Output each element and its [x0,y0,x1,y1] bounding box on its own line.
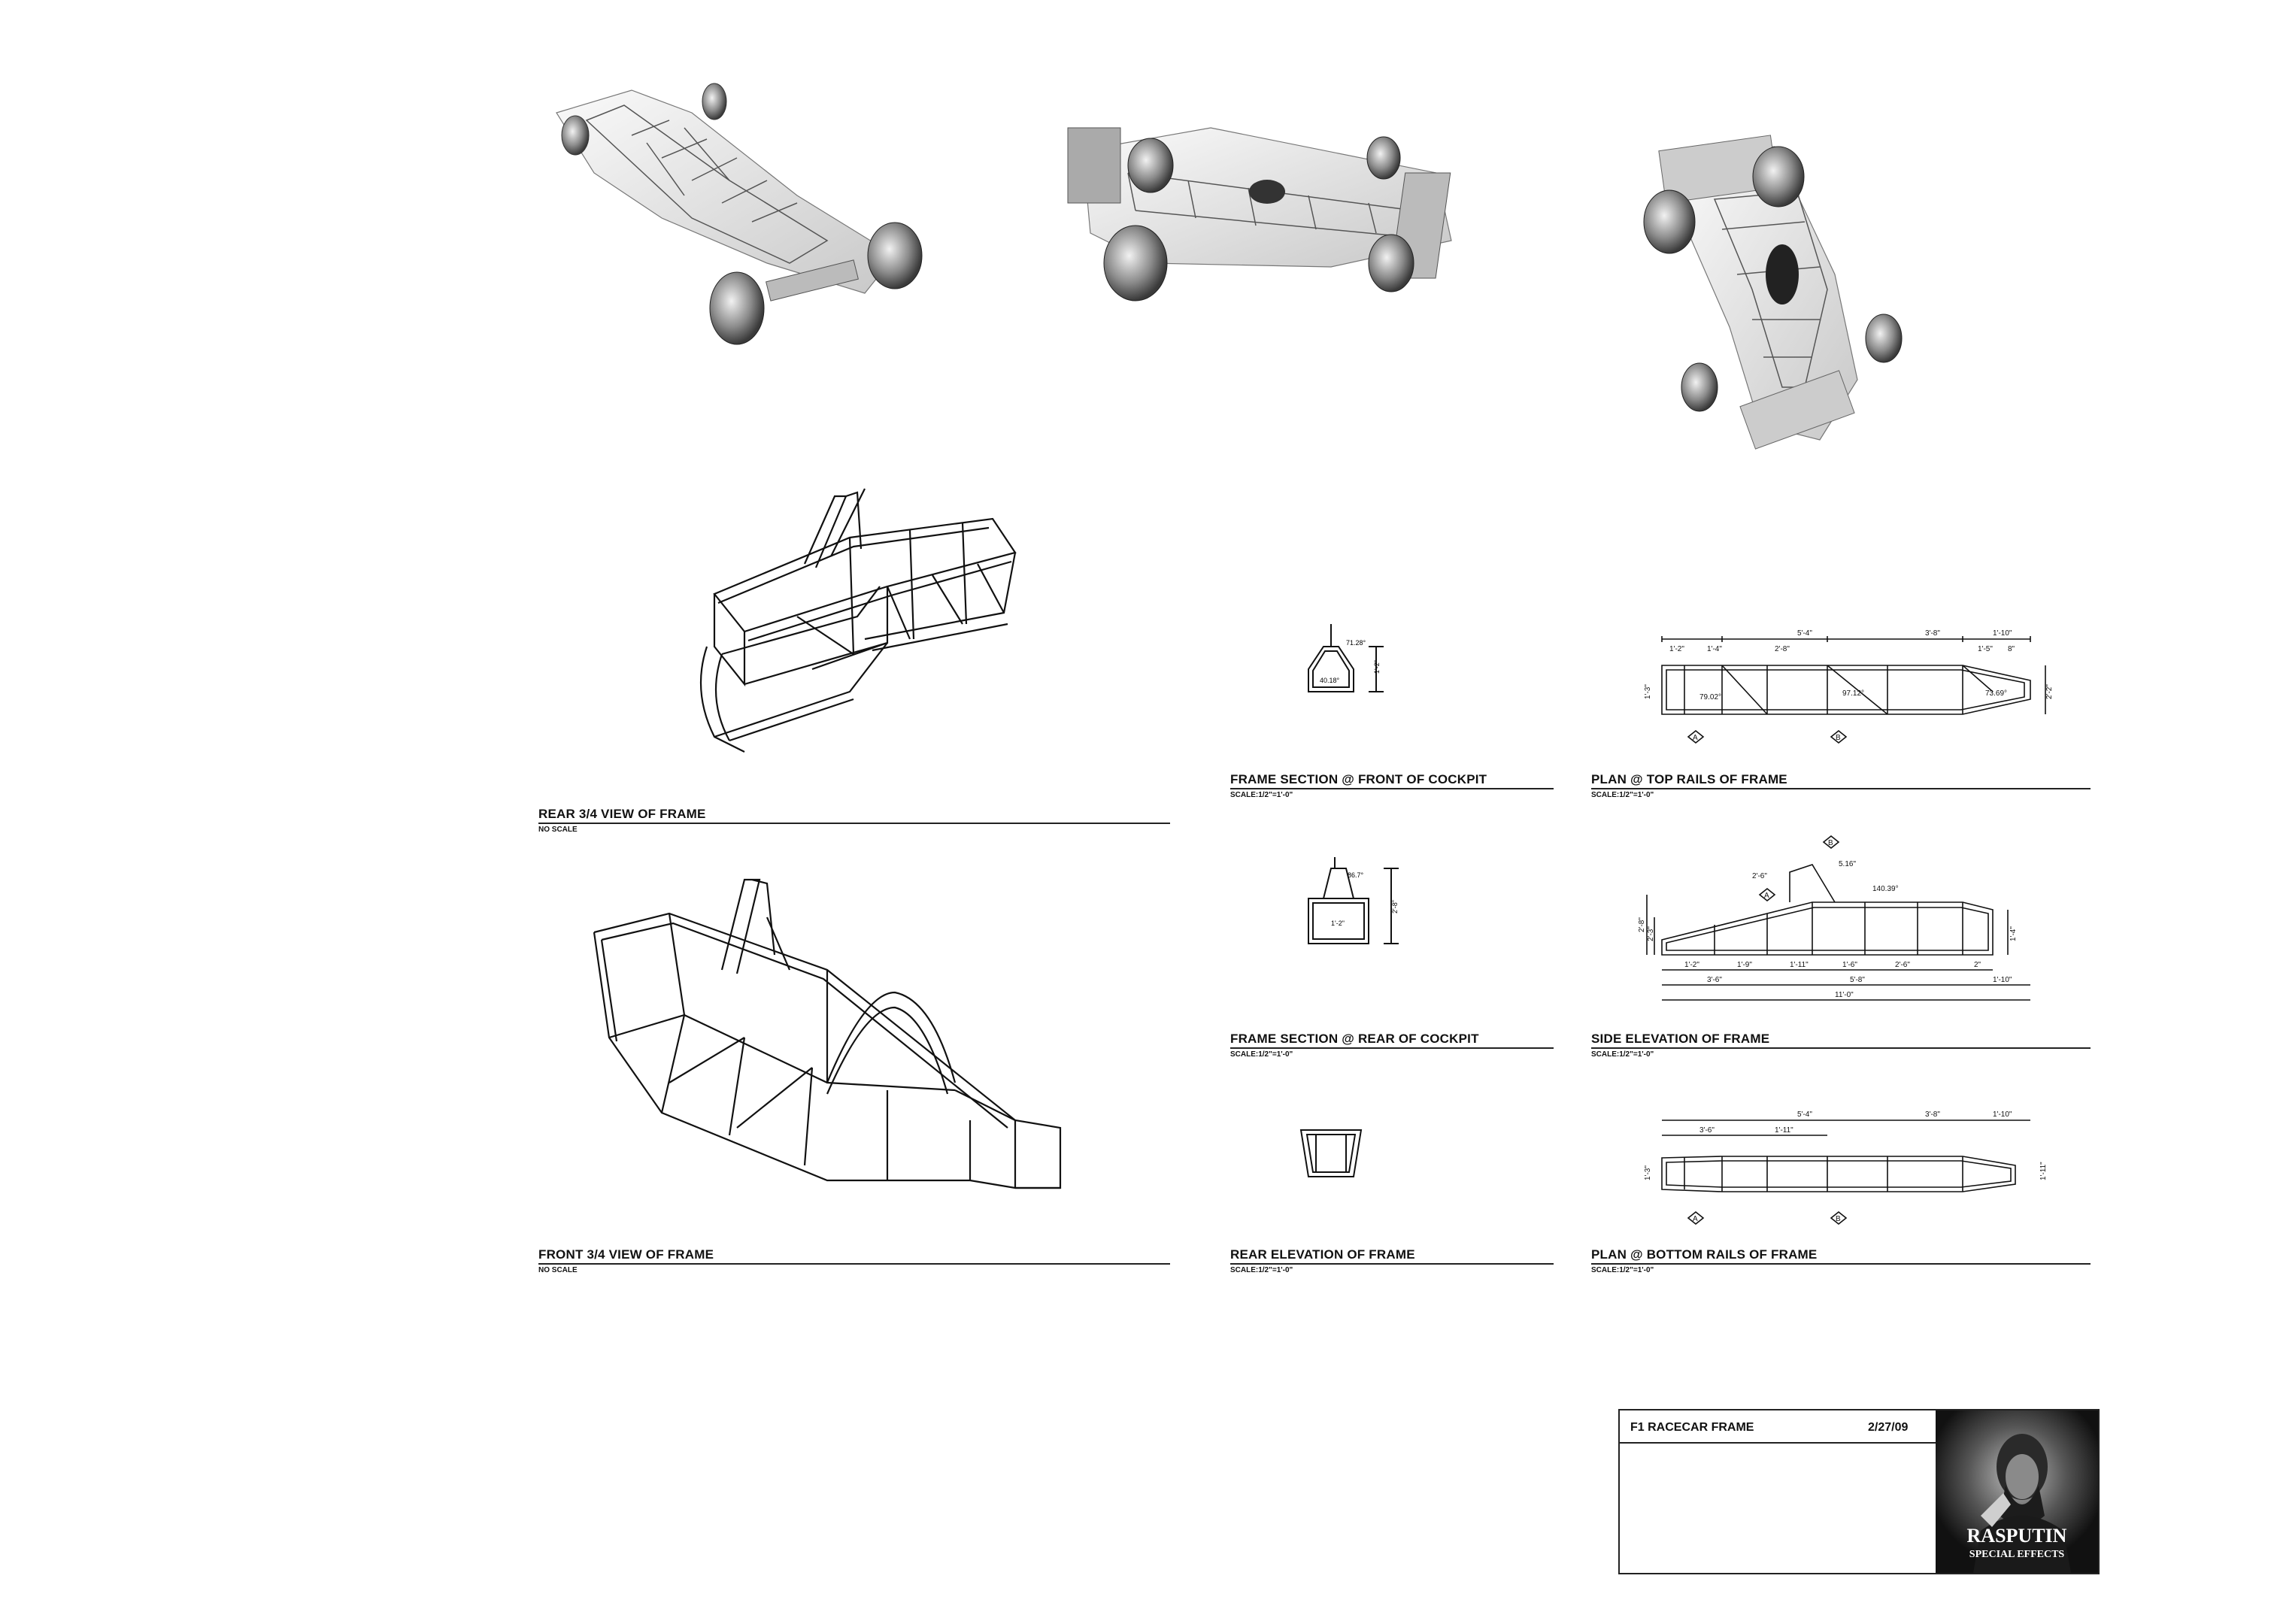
front-3q-view-scale: NO SCALE [538,1266,578,1274]
project-title: F1 RACECAR FRAME [1630,1421,1754,1434]
side-elevation-underline [1591,1047,2091,1049]
rear-elevation-drawing [1293,1124,1369,1184]
dim-top-angle2: 97.12° [1842,689,1864,698]
section-front-cockpit-drawing: 71.28° 40.18° 1'-2" [1301,617,1421,707]
marker-a-bottom: A [1693,1215,1698,1223]
dim-top-left: 1'-3" [1644,684,1652,699]
dim-top-overall-front: 5'-4" [1797,629,1812,638]
plan-bottom-scale: SCALE:1/2"=1'-0" [1591,1266,1654,1274]
section-front-title: FRAME SECTION @ FRONT OF COCKPIT [1230,772,1487,786]
dim-side-top: 5.16" [1839,860,1856,868]
plan-bottom-rails-drawing: 5'-4" 3'-8" 1'-10" 3'-6" 1'-11" 1'-11" 1… [1644,1110,2048,1241]
dim-top-angle1: 79.02° [1699,693,1721,701]
rear-3q-view-scale: NO SCALE [538,826,578,834]
dim-side-seg5: 2'-6" [1895,961,1910,969]
dim-top-seg2: 1'-4" [1707,645,1722,653]
marker-b-bottom: B [1836,1215,1841,1223]
section-front-scale: SCALE:1/2"=1'-0" [1230,791,1293,799]
plan-bottom-underline [1591,1263,2091,1265]
drawing-date: 2/27/09 [1868,1421,1909,1434]
marker-a-top: A [1693,734,1698,742]
marker-b-top: B [1836,734,1841,742]
dim-top-seg4: 1'-5" [1978,645,1993,653]
dim-side-seg3: 1'-11" [1790,961,1809,969]
dim-top-seg3: 2'-8" [1775,645,1790,653]
side-elevation-scale: SCALE:1/2"=1'-0" [1591,1050,1654,1059]
dim-side-height2: 2'-3" [1647,926,1655,941]
dim-side-nose-h: 1'-4" [2009,926,2018,941]
dim-top-seg5: 8" [2008,645,2015,653]
dim-front-height: 1'-2" [1373,660,1381,674]
dim-top-overall-rear: 3'-8" [1925,629,1940,638]
plan-bottom-title: PLAN @ BOTTOM RAILS OF FRAME [1591,1247,1818,1262]
car-render-side-quarter [1060,113,1466,308]
dim-bottom-seg1: 3'-6" [1699,1126,1715,1135]
dim-rear-angle: 86.7° [1348,871,1364,879]
plan-top-rails-drawing: 5'-4" 3'-8" 1'-10" 1'-2" 1'-4" 2'-8" 1'-… [1644,629,2054,759]
rear-elevation-underline [1230,1263,1554,1265]
dim-bottom-left: 1'-3" [1644,1165,1652,1180]
dim-bottom-overall-rear: 3'-8" [1925,1110,1940,1119]
dim-rear-width: 1'-2" [1331,920,1345,927]
dim-side-angle: 140.39° [1872,885,1899,893]
rear-elevation-scale: SCALE:1/2"=1'-0" [1230,1266,1293,1274]
dim-bottom-nose: 1'-10" [1993,1110,2012,1119]
dim-top-seg1: 1'-2" [1669,645,1684,653]
section-front-underline [1230,788,1554,789]
title-block-header: F1 RACECAR FRAME 2/27/09 [1620,1410,1936,1444]
dim-top-angle3: 73.69° [1985,689,2007,698]
front-3q-view-underline [538,1263,1170,1265]
dim-top-nose: 1'-10" [1993,629,2012,638]
section-rear-title: FRAME SECTION @ REAR OF COCKPIT [1230,1032,1479,1046]
section-rear-underline [1230,1047,1554,1049]
portrait-image [1936,1410,2098,1573]
section-rear-cockpit-drawing: 86.7° 1'-2" 2'-8" [1293,846,1399,959]
dim-side-seg-a: 3'-6" [1707,976,1722,984]
dim-top-width: 2'-2" [2045,684,2054,699]
dim-front-angle2: 40.18° [1320,677,1340,684]
frame-rear-quarter-drawing [662,466,1083,767]
dim-side-rear: 2'-6" [1752,872,1767,880]
dim-bottom-width: 1'-11" [2039,1162,2048,1180]
marker-a-side: A [1764,892,1769,900]
marker-b-side: B [1828,839,1833,847]
dim-rear-height: 2'-8" [1391,900,1399,914]
title-block: F1 RACECAR FRAME 2/27/09 RASPUTIN SPECIA… [1618,1409,2100,1574]
rear-3q-view-underline [538,823,1170,824]
dim-side-seg-c: 1'-10" [1993,976,2012,984]
dim-bottom-seg2: 1'-11" [1775,1126,1793,1135]
company-name: RASPUTIN [1966,1525,2067,1547]
rear-3q-view-title: REAR 3/4 VIEW OF FRAME [538,807,706,821]
side-elevation-title: SIDE ELEVATION OF FRAME [1591,1032,1770,1046]
dim-side-total: 11'-0" [1835,991,1854,999]
plan-top-title: PLAN @ TOP RAILS OF FRAME [1591,772,1787,786]
dim-side-seg-b: 5'-8" [1850,976,1865,984]
dim-bottom-overall-front: 5'-4" [1797,1110,1812,1119]
frame-front-quarter-drawing [579,865,1090,1256]
rear-elevation-title: REAR ELEVATION OF FRAME [1230,1247,1415,1262]
plan-top-underline [1591,788,2091,789]
dim-side-seg1: 1'-2" [1684,961,1699,969]
side-elevation-drawing: 140.39° 5.16" 2'-6" 1'-2" 1'-9" 1'-11" 1… [1638,820,2060,1015]
company-tagline: SPECIAL EFFECTS [1969,1549,2065,1560]
plan-top-scale: SCALE:1/2"=1'-0" [1591,791,1654,799]
company-logo: RASPUTIN SPECIAL EFFECTS [1936,1410,2098,1573]
car-render-rear-quarter [541,68,932,323]
dim-side-seg6: 2" [1974,961,1981,969]
front-3q-view-title: FRONT 3/4 VIEW OF FRAME [538,1247,714,1262]
dim-side-height-total: 2'-8" [1638,917,1646,932]
dim-side-seg2: 1'-9" [1737,961,1752,969]
car-render-top-quarter [1632,139,1955,455]
dim-side-seg4: 1'-6" [1842,961,1857,969]
dim-front-angle1: 71.28° [1346,639,1366,647]
section-rear-scale: SCALE:1/2"=1'-0" [1230,1050,1293,1059]
